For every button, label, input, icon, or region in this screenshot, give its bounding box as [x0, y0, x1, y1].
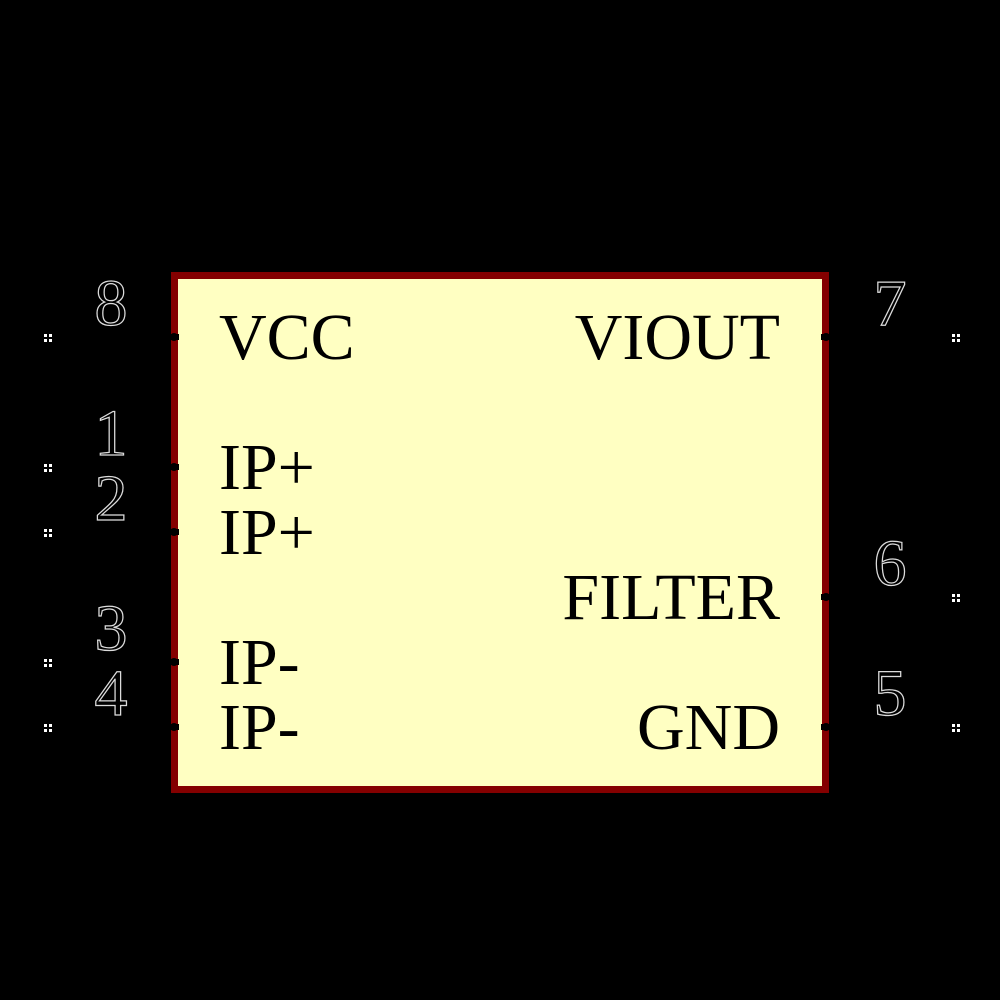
pin-number-text: 3 [95, 592, 128, 665]
pin-name-ip-plus-1[interactable]: IP+ [219, 431, 315, 504]
pin-line[interactable] [52, 659, 179, 665]
pin-number-text: 7 [874, 267, 907, 340]
pin-number-text: 8 [95, 267, 128, 340]
pin-name-viout[interactable]: VIOUT [574, 301, 780, 374]
pin-number-text: 5 [874, 657, 907, 730]
pin-name-gnd[interactable]: GND [637, 691, 780, 764]
pin-type-marker-icon [44, 334, 47, 337]
pin-number-text: 4 [95, 657, 128, 730]
pin-type-marker-icon [952, 594, 955, 597]
pin-type-marker-icon [44, 529, 47, 532]
symbol-body[interactable] [171, 272, 829, 793]
pin-connection-dot [170, 723, 178, 731]
pin-line[interactable] [52, 464, 179, 470]
pin-name-ip-plus-2[interactable]: IP+ [219, 496, 315, 569]
pin-number[interactable]: 5 [855, 656, 925, 730]
pin-number[interactable]: 4 [76, 656, 146, 730]
pin-connection-dot [822, 593, 830, 601]
pin-number-text: 6 [874, 527, 907, 600]
pin-line[interactable] [52, 724, 179, 730]
pin-type-marker-icon [952, 334, 955, 337]
pin-name-ip-minus-2[interactable]: IP- [219, 691, 300, 764]
pin-connection-dot [170, 333, 178, 341]
pin-number[interactable]: 7 [855, 266, 925, 340]
pin-connection-dot [822, 723, 830, 731]
pin-number[interactable]: 6 [855, 526, 925, 600]
pin-number[interactable]: 1 [76, 396, 146, 470]
pin-connection-dot [170, 528, 178, 536]
pin-number[interactable]: 2 [76, 461, 146, 535]
pin-line[interactable] [52, 334, 179, 340]
pin-type-marker-icon [952, 724, 955, 727]
pin-connection-dot [822, 333, 830, 341]
pin-type-marker-icon [44, 724, 47, 727]
pin-name-ip-minus-1[interactable]: IP- [219, 626, 300, 699]
pin-number-text: 2 [95, 462, 128, 535]
pin-line[interactable] [821, 594, 948, 600]
pin-line[interactable] [52, 529, 179, 535]
pin-number-text: 1 [95, 397, 128, 470]
pin-connection-dot [170, 463, 178, 471]
pin-number[interactable]: 3 [76, 591, 146, 665]
pin-line[interactable] [821, 724, 948, 730]
pin-number[interactable]: 8 [76, 266, 146, 340]
pin-type-marker-icon [44, 464, 47, 467]
pin-type-marker-icon [44, 659, 47, 662]
pin-name-vcc[interactable]: VCC [219, 301, 355, 374]
pin-name-filter[interactable]: FILTER [562, 561, 780, 634]
pin-line[interactable] [821, 334, 948, 340]
pin-connection-dot [170, 658, 178, 666]
